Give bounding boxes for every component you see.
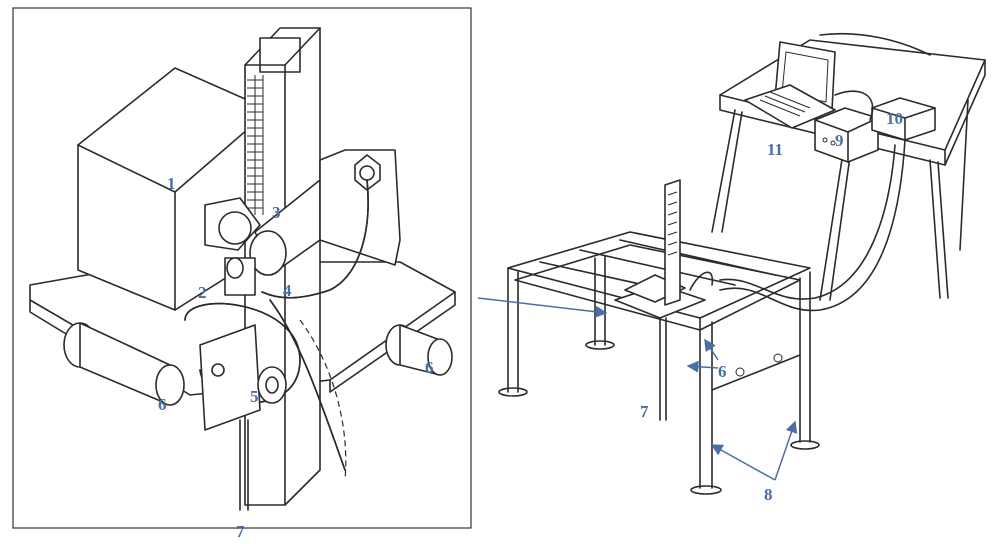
- label-r-6: 6: [718, 362, 727, 381]
- label-r-9: 9: [835, 131, 844, 150]
- label-6-left: 6: [158, 395, 167, 414]
- test-frame: [498, 231, 820, 495]
- label-4: 4: [283, 281, 292, 300]
- carriage: [614, 179, 714, 421]
- label-1: 1: [167, 174, 176, 193]
- clamp-assembly: [184, 257, 301, 431]
- label-r-11: 11: [767, 140, 783, 159]
- label-r-8: 8: [764, 485, 773, 504]
- label-5: 5: [250, 387, 259, 406]
- left-panel: 1 2 3 4 5 6 6 7: [12, 7, 472, 541]
- label-7: 7: [236, 522, 245, 541]
- cable: [261, 179, 369, 481]
- gear-housing: [204, 179, 321, 276]
- label-r-7: 7: [640, 402, 649, 421]
- right-bracket: [319, 149, 401, 266]
- unit-9: [814, 107, 879, 163]
- computer-desk: [711, 39, 986, 301]
- label-r-10: 10: [886, 109, 903, 128]
- unit-10: [871, 97, 936, 141]
- roller-right: [385, 324, 453, 376]
- right-panel: 6 7 8 9 10 11: [477, 32, 986, 504]
- label-6-right: 6: [425, 358, 434, 377]
- computer: [744, 41, 836, 129]
- roller-left: [63, 322, 185, 406]
- probe-rods: [239, 419, 249, 511]
- label-2: 2: [198, 283, 207, 302]
- pointer-arrows: [477, 297, 798, 481]
- label-3: 3: [272, 203, 281, 222]
